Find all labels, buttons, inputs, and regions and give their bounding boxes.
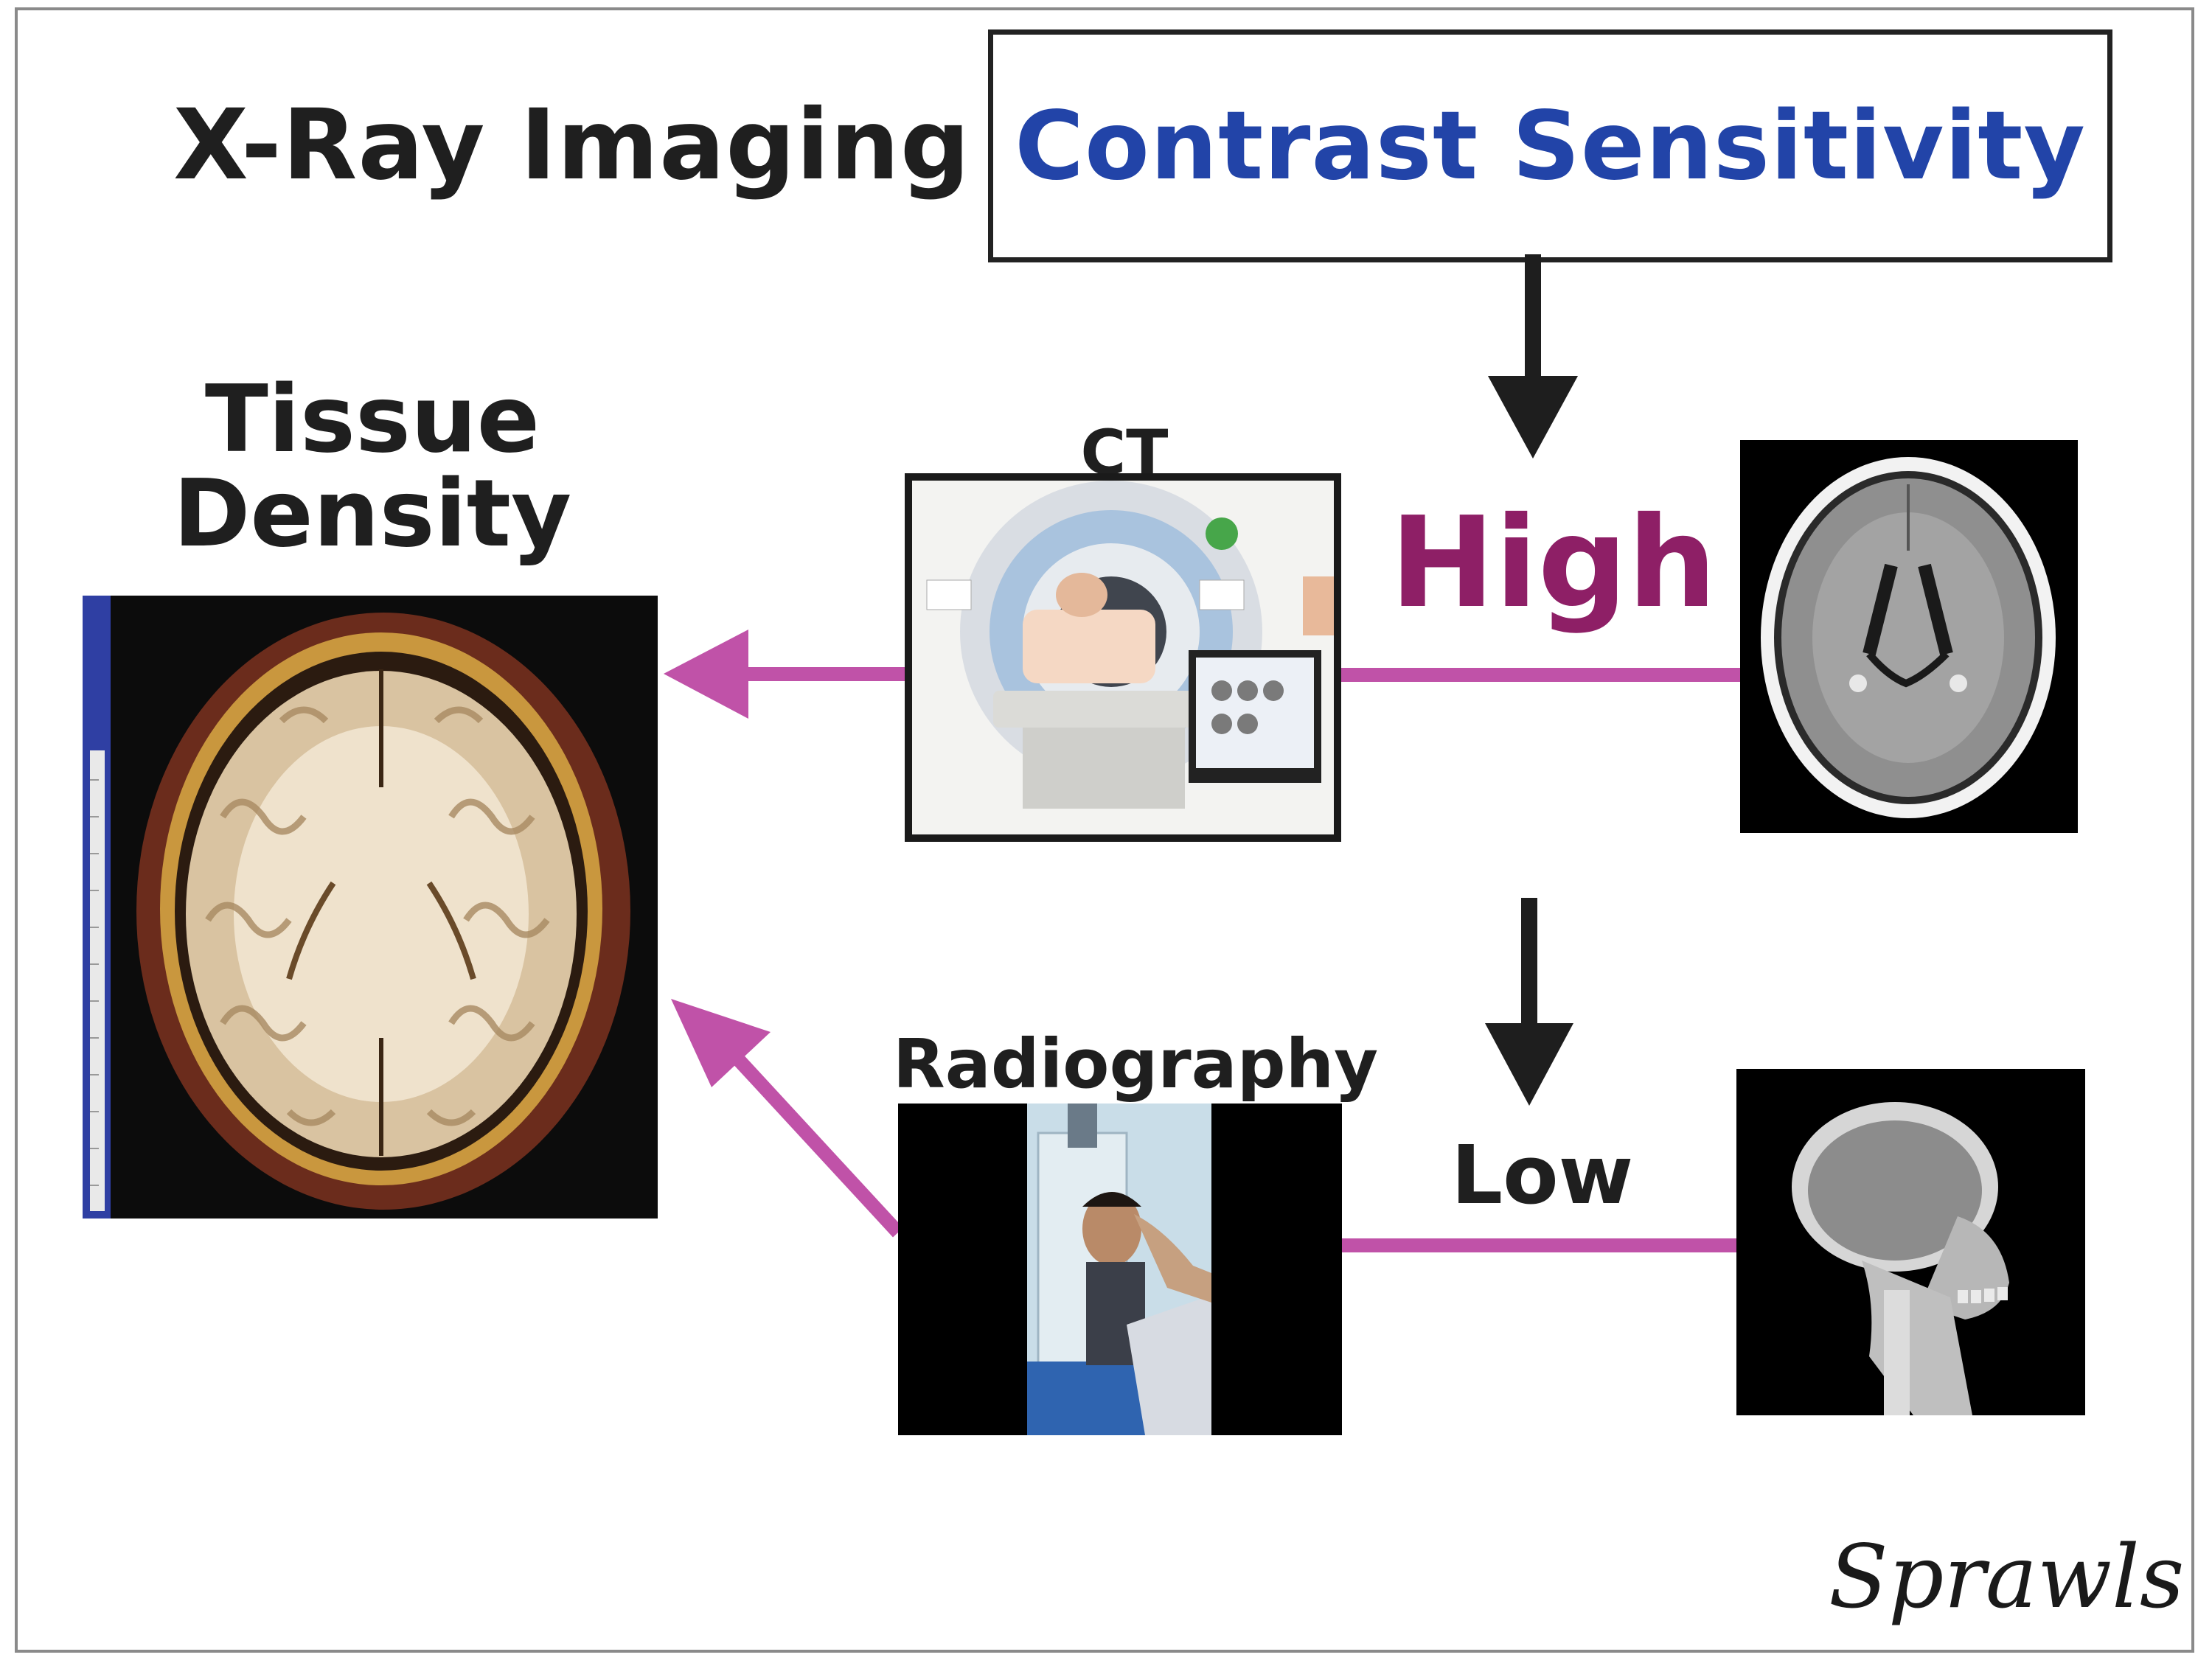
tissue-density-line1: Tissue — [204, 365, 540, 473]
contrast-sensitivity-label: Contrast Sensitivity — [1015, 91, 2086, 201]
radiography-to-tissue-arrow — [671, 999, 903, 1238]
radiography-photo — [898, 1104, 1342, 1435]
skull-xray — [1736, 1069, 2085, 1415]
brain-icon — [83, 596, 658, 1219]
low-connector-line — [1342, 1238, 1740, 1252]
brain-section-photo — [83, 596, 658, 1219]
radiography-label: Radiography — [892, 1025, 1379, 1104]
high-label: High — [1390, 490, 1717, 636]
signature-logo: Sprawls — [1829, 1526, 2185, 1628]
slide-title: X-Ray Imaging — [173, 88, 971, 202]
slide-frame — [15, 7, 2194, 1653]
ct-scan-icon — [1740, 440, 2078, 833]
ct-head-scan — [1740, 440, 2078, 833]
radiography-icon — [898, 1104, 1342, 1435]
xray-icon — [1736, 1069, 2085, 1415]
down-arrow-middle — [1485, 898, 1573, 1106]
ct-scanner-icon — [912, 481, 1334, 834]
contrast-sensitivity-box: Contrast Sensitivity — [988, 29, 2112, 262]
tissue-density-line2: Density — [173, 459, 572, 568]
ct-to-tissue-arrow — [664, 630, 911, 719]
high-connector-line — [1336, 668, 1740, 682]
ct-scanner-photo — [905, 473, 1341, 842]
down-arrow-top — [1488, 254, 1578, 459]
tissue-density-heading: Tissue Density — [85, 372, 660, 561]
low-label: Low — [1451, 1128, 1634, 1222]
